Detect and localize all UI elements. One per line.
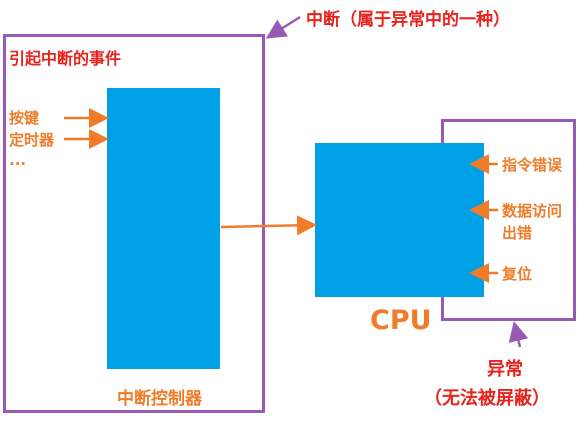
exception-subtitle: （无法被屏蔽） xyxy=(424,388,550,409)
exception-reset: 复位 xyxy=(502,265,533,283)
cpu-label: CPU xyxy=(370,305,432,336)
source-key: 按键 xyxy=(9,109,40,127)
interrupt-events-frame xyxy=(3,34,265,413)
events-heading: 引起中断的事件 xyxy=(9,49,122,68)
interrupt-title-pointer xyxy=(265,15,301,39)
exception-data-error: 出错 xyxy=(502,224,533,242)
controller-to-cpu-arrow xyxy=(220,215,317,236)
interrupt-title: 中断（属于异常中的一种） xyxy=(306,10,510,30)
exception-instruction-error: 指令错误 xyxy=(502,156,563,174)
exception-data-access: 数据访问 xyxy=(502,202,563,220)
exception-title: 异常 xyxy=(487,359,523,380)
interrupt-controller-block xyxy=(107,88,220,369)
controller-label: 中断控制器 xyxy=(117,389,202,409)
cpu-block xyxy=(315,143,484,297)
source-more: ... xyxy=(9,151,27,169)
exception-title-pointer xyxy=(508,321,529,348)
source-timer: 定时器 xyxy=(9,131,55,149)
